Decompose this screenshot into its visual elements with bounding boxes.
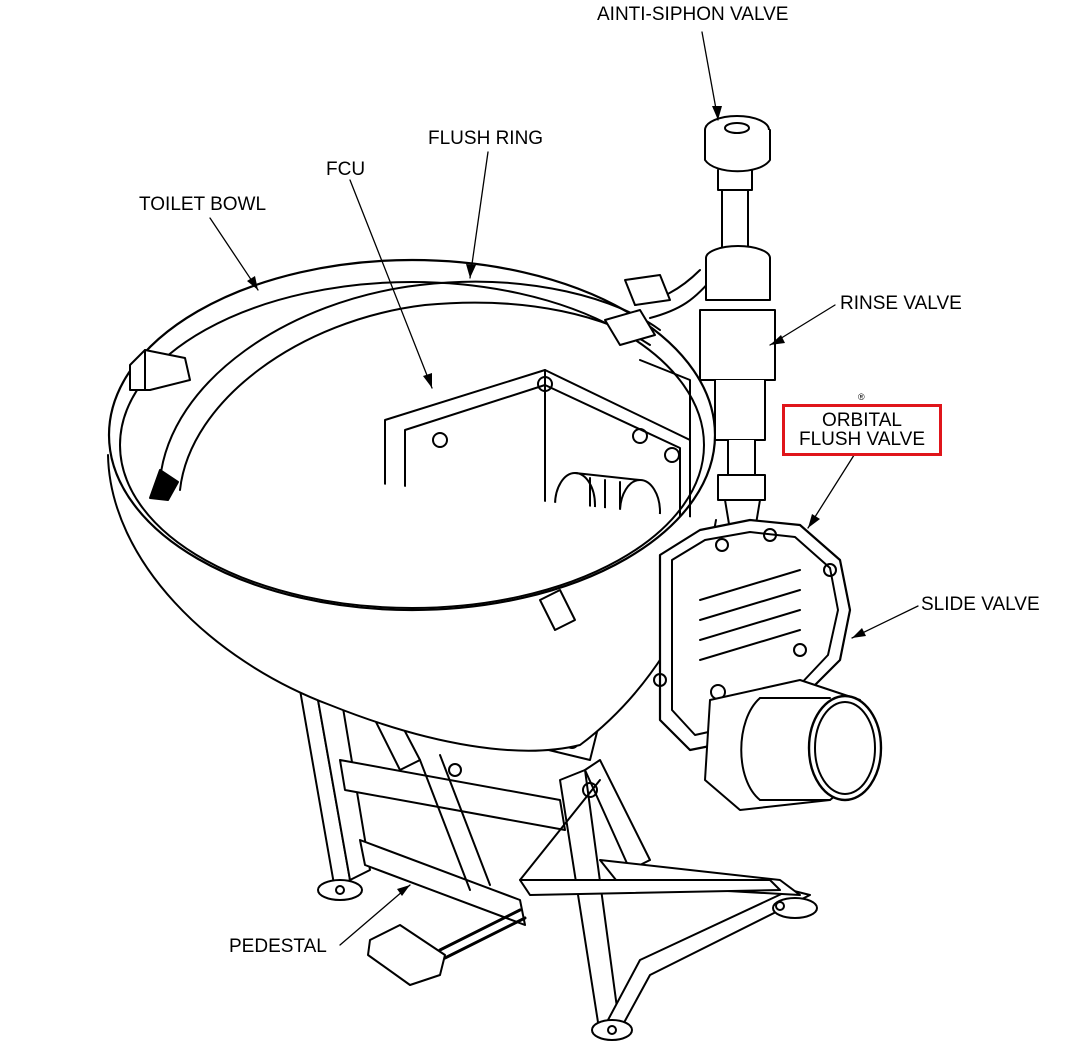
- label-anti-siphon-valve: AINTI-SIPHON VALVE: [597, 4, 789, 25]
- flush-ring: [149, 280, 661, 631]
- label-orbital-line1: ORBITAL: [822, 410, 902, 431]
- label-slide-valve: SLIDE VALVE: [921, 594, 1040, 615]
- rinse-valve: [699, 245, 776, 531]
- registered-mark: ®: [858, 392, 865, 402]
- pedestal-frame: [299, 654, 818, 1041]
- label-rinse-valve: RINSE VALVE: [840, 293, 962, 314]
- slide-valve: [704, 679, 883, 811]
- anti-siphon-valve: [624, 115, 771, 319]
- label-orbital-line2: FLUSH VALVE: [798, 429, 925, 450]
- label-fcu: FCU: [326, 159, 366, 180]
- leader-arrowheads: [247, 106, 866, 896]
- orbital-flush-valve-highlight: ORBITAL FLUSH VALVE: [782, 404, 942, 456]
- label-flush-ring: FLUSH RING: [428, 128, 544, 149]
- label-toilet-bowl: TOILET BOWL: [139, 194, 267, 215]
- label-pedestal: PEDESTAL: [229, 936, 327, 957]
